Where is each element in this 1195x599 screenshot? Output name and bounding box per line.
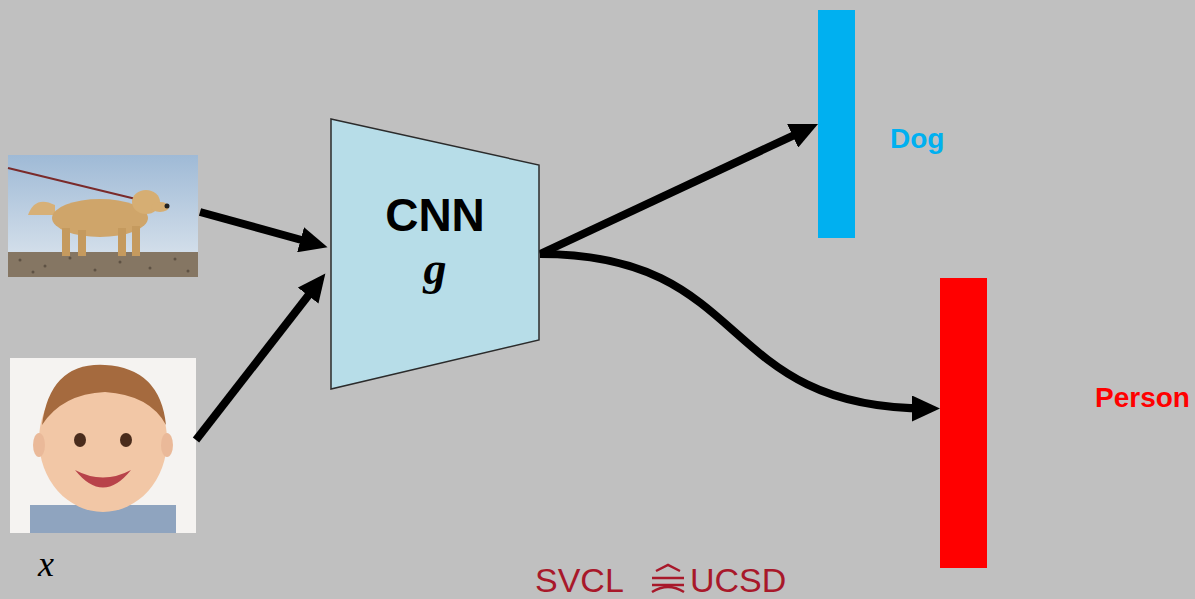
logo-symbol	[652, 565, 684, 592]
block-title: CNN	[330, 190, 540, 241]
logo-text: SVCL	[535, 563, 624, 597]
class-bar: Person	[940, 278, 987, 568]
cnn-block: CNNg	[330, 118, 540, 390]
input-variable: x	[38, 546, 54, 582]
baby-photo	[10, 358, 196, 533]
class-bar: Dog	[818, 10, 855, 238]
class-label: Person	[1095, 381, 1190, 415]
input-arrow	[196, 283, 318, 440]
dog-photo	[8, 155, 198, 277]
output-arrow	[540, 129, 807, 254]
output-arrow	[540, 254, 928, 409]
logo-text: UCSD	[690, 563, 786, 597]
class-label: Dog	[890, 122, 944, 156]
function-symbol: g	[330, 241, 540, 296]
input-arrow	[200, 212, 316, 244]
block-text: CNNg	[330, 190, 540, 296]
